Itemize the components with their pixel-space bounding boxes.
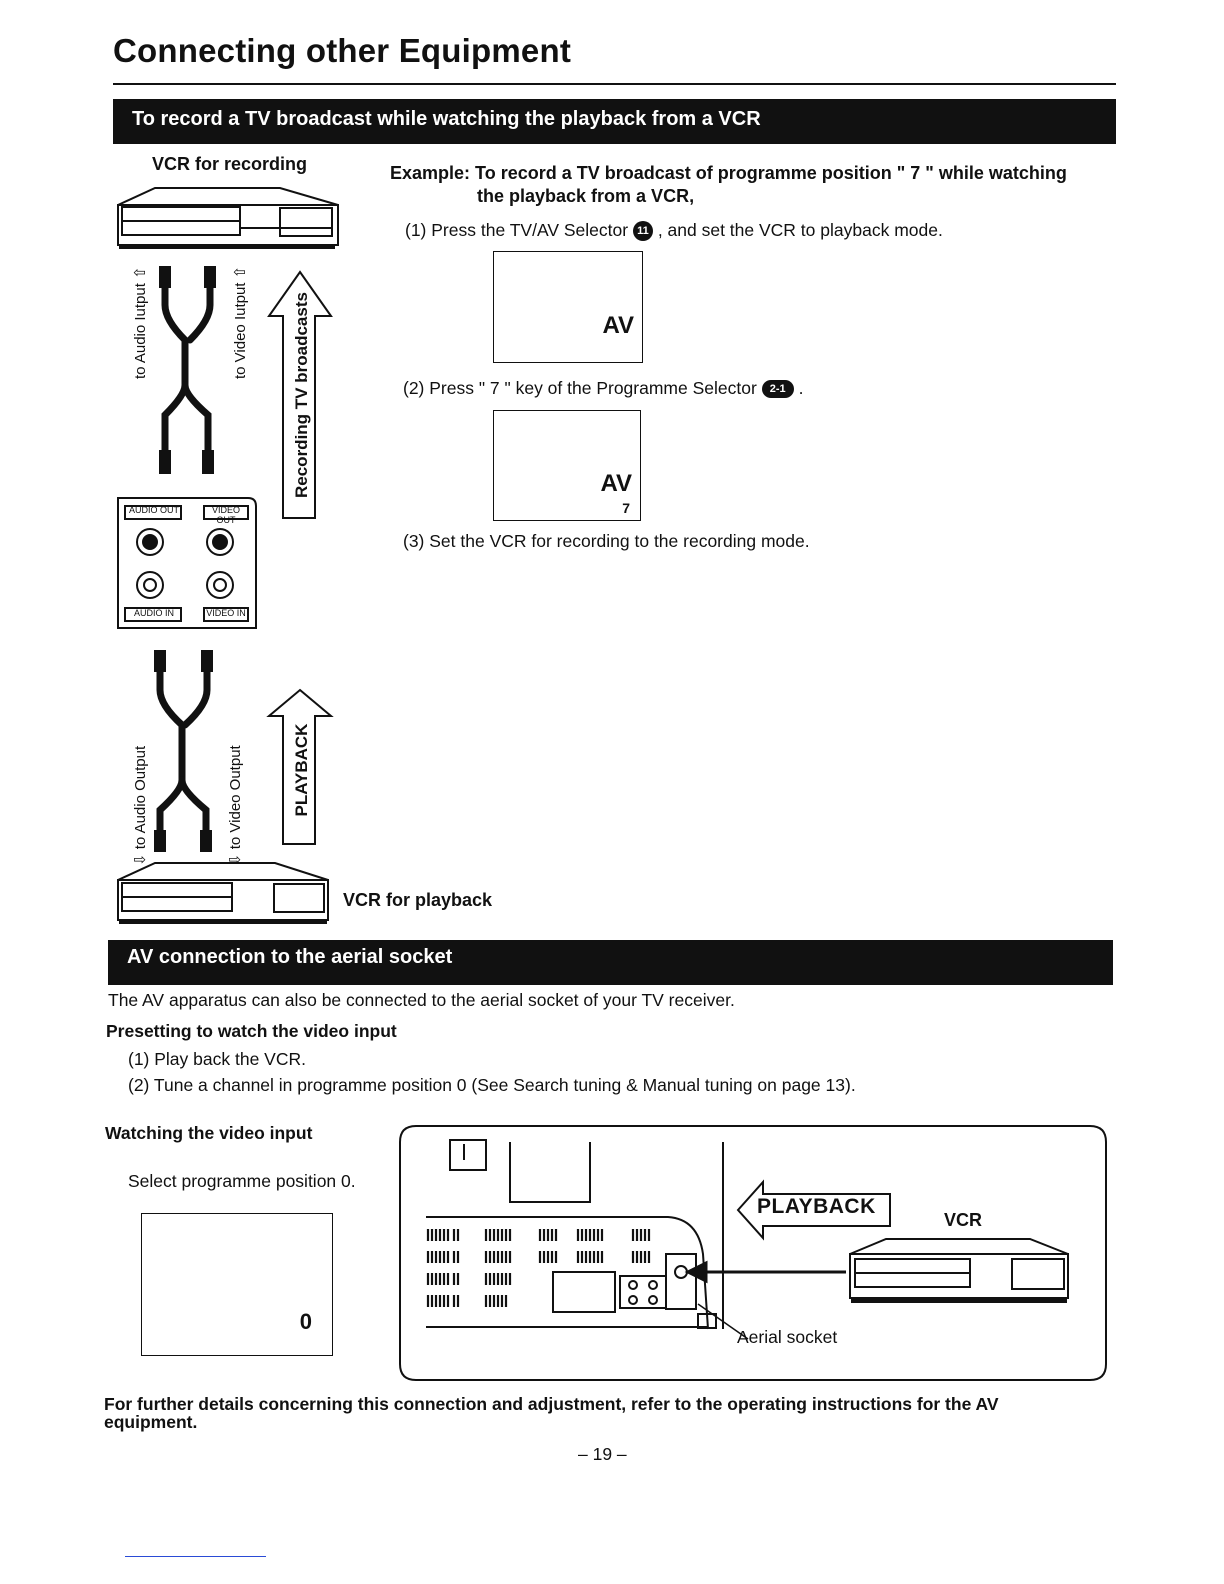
audio-in-label: AUDIO IN	[133, 608, 174, 618]
step-3: (3) Set the VCR for recording to the rec…	[403, 531, 810, 551]
tv-screen-0: 0	[141, 1213, 333, 1356]
tv-jack-panel	[117, 497, 257, 629]
vcr-playback-illustration	[117, 862, 329, 924]
vcr-playback-label: VCR for playback	[343, 890, 493, 910]
bottom-audio-cable-label: ⇩ to Audio Output	[132, 745, 149, 866]
watching-heading: Watching the video input	[105, 1123, 313, 1143]
screen-av-text: AV	[602, 312, 634, 339]
vcr-recording-label: VCR for recording	[152, 154, 308, 174]
presetting-step-2: (2) Tune a channel in programme position…	[128, 1075, 856, 1095]
title-divider	[113, 83, 1116, 85]
top-cable	[161, 281, 214, 454]
direction-arrows	[266, 270, 334, 845]
page-number: – 19 –	[578, 1444, 627, 1464]
audio-out-label: AUDIO OUT	[128, 505, 179, 515]
aerial-playback-label: PLAYBACK	[757, 1195, 876, 1218]
step-2-text: (2) Press " 7 " key of the Programme Sel…	[403, 378, 757, 398]
scan-edge-line	[125, 1556, 266, 1557]
step-1: (1) Press the TV/AV Selector 11 , and se…	[405, 220, 943, 242]
example-line-2: the playback from a VCR,	[477, 186, 695, 206]
screen-av7-number: 7	[622, 500, 630, 516]
aerial-connection-diagram	[399, 1125, 1107, 1381]
watching-text: Select programme position 0.	[128, 1171, 356, 1191]
connection-diagram	[117, 187, 339, 924]
bottom-video-cable-label: ⇩ to Video Output	[227, 745, 244, 866]
programme-selector-badge: 2-1	[761, 380, 794, 399]
recording-arrow-label: Recording TV broadcasts	[292, 292, 311, 498]
screen-0-text: 0	[299, 1309, 312, 1334]
tv-screen-av: AV	[493, 251, 643, 363]
presetting-step-1: (1) Play back the VCR.	[128, 1049, 306, 1069]
step-2-suffix: .	[798, 378, 804, 398]
aerial-vcr-label: VCR	[944, 1210, 983, 1230]
top-audio-cable-label: to Audio Iutput ⇧	[132, 266, 149, 379]
video-out-label: VIDEO OUT	[211, 505, 240, 525]
tv-rear-illustration	[426, 1139, 724, 1330]
vent-slots	[426, 1229, 651, 1307]
step-1-suffix: , and set the VCR to playback mode.	[657, 220, 943, 240]
screen-av7-text: AV	[600, 470, 632, 497]
section-heading-record: To record a TV broadcast while watching …	[113, 99, 1116, 144]
step-1-text: (1) Press the TV/AV Selector	[405, 220, 629, 240]
recording-arrow	[267, 270, 333, 519]
top-video-cable-label: to Video Iutput ⇧	[232, 265, 249, 379]
footer-note-line-1: For further details concerning this conn…	[104, 1394, 999, 1414]
video-in-label: VIDEO IN	[206, 608, 246, 618]
vcr-illustration	[849, 1238, 1069, 1303]
example-line-1: Example: To record a TV broadcast of pro…	[390, 163, 1067, 183]
footer-note-line-2: equipment.	[104, 1412, 198, 1432]
tv-av-selector-badge: 11	[632, 221, 653, 242]
step-2: (2) Press " 7 " key of the Programme Sel…	[403, 378, 803, 399]
playback-arrow-label: PLAYBACK	[292, 723, 311, 817]
section-heading-aerial: AV connection to the aerial socket	[108, 940, 1113, 985]
presetting-heading: Presetting to watch the video input	[106, 1021, 397, 1041]
aerial-socket-label: Aerial socket	[737, 1327, 838, 1347]
tv-screen-av-7: AV 7	[493, 410, 641, 521]
playback-arrow	[266, 688, 334, 845]
aerial-intro: The AV apparatus can also be connected t…	[108, 990, 735, 1010]
page-title: Connecting other Equipment	[113, 32, 572, 69]
aerial-cable	[684, 1260, 846, 1340]
playback-arrow-box	[736, 1179, 891, 1241]
vcr-recording-illustration	[117, 187, 339, 249]
